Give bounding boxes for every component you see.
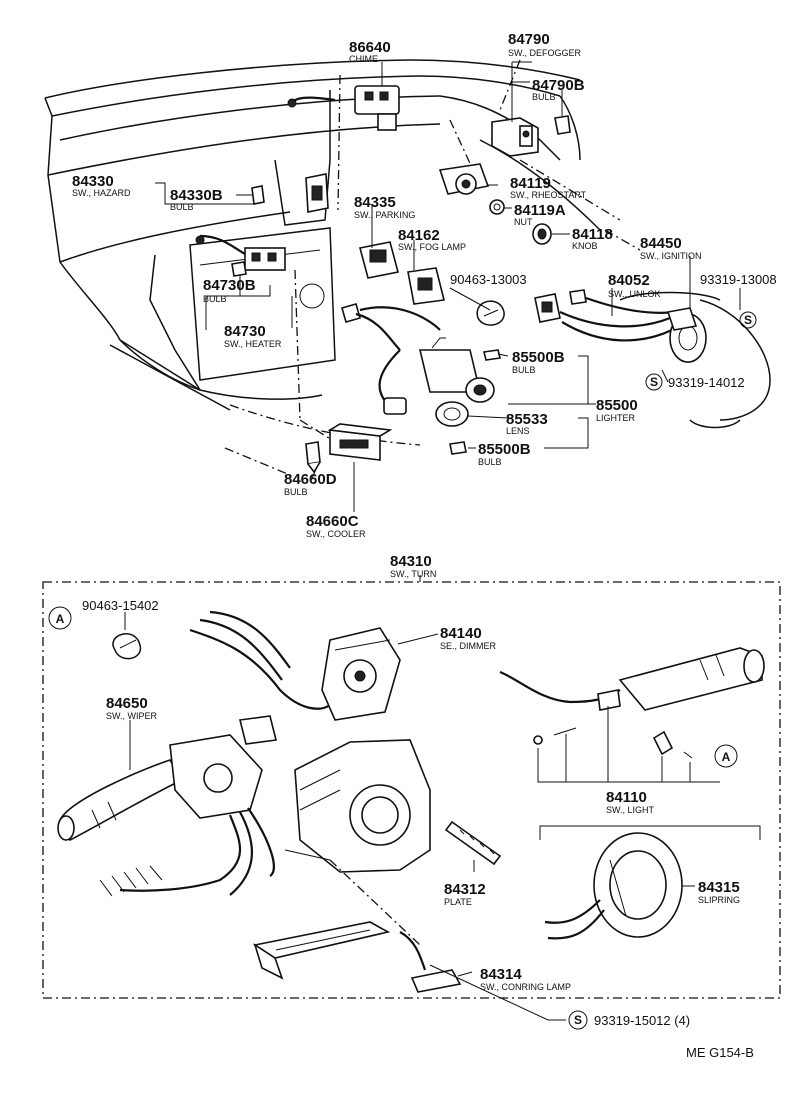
label-84450-desc: SW., IGNITION <box>640 251 702 261</box>
label-85500-num: 85500 <box>596 397 638 414</box>
label-85533-desc: LENS <box>506 426 530 436</box>
turn-switch-bounding-frame <box>42 581 781 999</box>
ignition-switch-drawing <box>534 289 707 363</box>
label-84790b-desc: BULB <box>532 92 556 102</box>
marker-s-upper: S <box>744 313 752 327</box>
slipring-drawing <box>544 832 683 940</box>
parking-switch-drawing <box>359 241 399 279</box>
label-90463-15402: 90463-15402 <box>82 598 159 613</box>
label-84118-num: 84118 <box>572 226 613 243</box>
cooler-switch-drawing <box>305 423 393 474</box>
label-84140-num: 84140 <box>440 625 482 642</box>
label-90463-13003: 90463-13003 <box>450 272 527 287</box>
label-84310-desc: SW., TURN <box>390 569 436 579</box>
label-85533-num: 85533 <box>506 411 548 428</box>
label-84118-desc: KNOB <box>572 241 598 251</box>
label-84730-num: 84730 <box>224 323 266 340</box>
label-84330b-desc: BULB <box>170 202 194 212</box>
label-84660c-num: 84660C <box>306 513 359 530</box>
label-84119-num: 84119 <box>510 175 551 192</box>
label-84110-num: 84110 <box>606 789 647 806</box>
dimmer-switch-drawing <box>189 610 401 721</box>
leader-lines <box>124 61 761 1021</box>
lighter-wiring-drawing <box>341 303 501 455</box>
label-84052-desc: SW., UNLOK <box>608 289 661 299</box>
label-93319-14012: 93319-14012 <box>668 375 745 390</box>
label-84314-desc: SW., CONRING LAMP <box>480 982 571 992</box>
label-84330-num: 84330 <box>72 173 114 190</box>
label-84119a-desc: NUT <box>514 217 533 227</box>
marker-a-left: A <box>56 612 65 626</box>
chime-part-drawing <box>287 85 400 131</box>
marker-s-lower: S <box>574 1013 582 1027</box>
label-84450-num: 84450 <box>640 235 682 252</box>
label-84660d-num: 84660D <box>284 471 337 488</box>
label-84310-num: 84310 <box>390 553 432 570</box>
diagram-code: ME G154-B <box>686 1045 754 1060</box>
turn-switch-body-drawing <box>284 739 431 946</box>
label-84330-desc: SW., HAZARD <box>72 188 131 198</box>
label-84730-desc: SW., HEATER <box>224 339 282 349</box>
label-84335-num: 84335 <box>354 194 396 211</box>
label-84052-num: 84052 <box>608 272 650 289</box>
label-85500b-upper-desc: BULB <box>512 365 536 375</box>
label-84650-num: 84650 <box>106 695 148 712</box>
label-84790-desc: SW., DEFOGGER <box>508 48 582 58</box>
label-84660c-desc: SW., COOLER <box>306 529 366 539</box>
label-93319-15012: 93319-15012 (4) <box>594 1013 690 1028</box>
nut-knob-drawing <box>489 199 552 245</box>
label-84162-desc: SW., FOG LAMP <box>398 242 466 252</box>
instrument-panel-outline <box>44 59 771 476</box>
label-84790b-num: 84790B <box>532 77 585 94</box>
label-84312-desc: PLATE <box>444 897 472 907</box>
wiper-switch-drawing <box>57 715 277 897</box>
label-84335-desc: SW., PARKING <box>354 210 415 220</box>
label-84315-num: 84315 <box>698 879 740 896</box>
label-84730b-desc: BULB <box>203 294 227 304</box>
label-86640-num: 86640 <box>349 39 391 56</box>
marker-s-lighter: S <box>650 375 658 389</box>
label-85500b-upper-num: 85500B <box>512 349 565 366</box>
marker-a-right: A <box>722 750 731 764</box>
label-84162-num: 84162 <box>398 227 440 244</box>
light-switch-drawing <box>499 647 765 759</box>
label-85500b-lower-num: 85500B <box>478 441 531 458</box>
label-84315-desc: SLIPRING <box>698 895 740 905</box>
circled-markers: S S A A S <box>48 311 757 1030</box>
label-84314-num: 84314 <box>480 966 522 983</box>
label-84312-num: 84312 <box>444 881 486 898</box>
label-84330b-num: 84330B <box>170 187 223 204</box>
part-labels: 86640 CHIME 84790 SW., DEFOGGER 84790B B… <box>72 31 777 1060</box>
conring-lamp-drawing <box>252 921 462 993</box>
heater-switch-drawing <box>195 234 286 277</box>
plate-drawing <box>444 820 502 866</box>
label-86640-desc: CHIME <box>349 54 378 64</box>
label-84730b-num: 84730B <box>203 277 256 294</box>
fog-lamp-switch-drawing <box>407 267 445 305</box>
hazard-switch-drawing <box>251 173 329 213</box>
rheostat-switch-drawing <box>438 163 490 195</box>
label-84140-desc: SE., DIMMER <box>440 641 497 651</box>
label-84110-desc: SW., LIGHT <box>606 805 655 815</box>
label-84119-desc: SW., RHEOSTART <box>510 190 587 200</box>
clip-13003-drawing <box>476 300 505 326</box>
label-84119a-num: 84119A <box>514 202 566 219</box>
label-93319-13008: 93319-13008 <box>700 272 777 287</box>
defogger-switch-drawing <box>491 115 571 157</box>
label-84650-desc: SW., WIPER <box>106 711 158 721</box>
label-85500-desc: LIGHTER <box>596 413 636 423</box>
clip-15402-drawing <box>112 633 142 660</box>
label-84660d-desc: BULB <box>284 487 308 497</box>
label-85500b-lower-desc: BULB <box>478 457 502 467</box>
label-84790-num: 84790 <box>508 31 550 48</box>
